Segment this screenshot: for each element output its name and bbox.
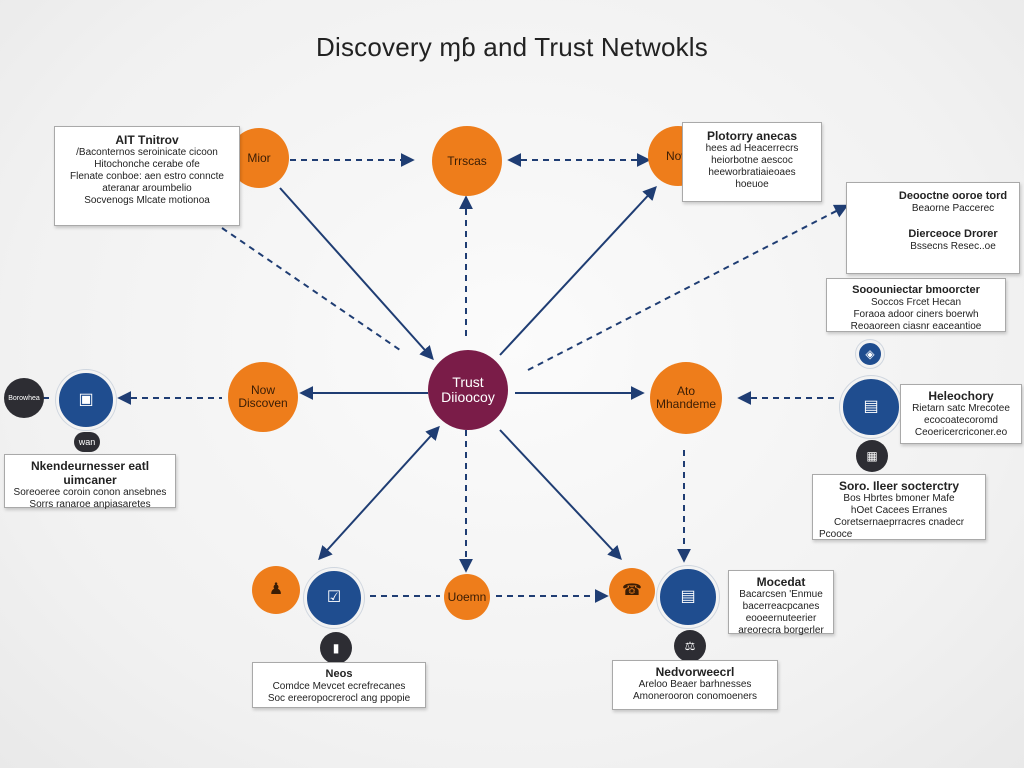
info-box-line: ateranar aroumbelio	[102, 183, 192, 194]
node-bottom-right-dark[interactable]: ⚖	[674, 630, 706, 662]
info-box-line: Rietarn satc Mrecotee	[912, 403, 1010, 414]
info-box-right-5: Soro. Ileer socterctry Bos Hbrtes bmoner…	[812, 474, 986, 540]
info-box-line: hees ad Heacerrecrs	[705, 143, 799, 154]
node-mid-right[interactable]: Ato Mhandeme	[650, 362, 722, 434]
info-box-line: Hitochonche cerabe ofe	[94, 159, 200, 170]
info-box-line: heeworbratiaieoaes	[708, 167, 796, 178]
node-mid-right-label-2: Mhandeme	[655, 397, 717, 411]
node-left-badge-label: Borowhea	[8, 394, 40, 402]
person-icon: ♟	[268, 581, 284, 598]
info-box-line: Bacarcsen 'Enmue	[739, 589, 823, 600]
node-left-badge[interactable]: Borowhea	[4, 378, 44, 418]
info-box-title: Soro. Ileer socterctry	[838, 479, 960, 493]
info-box-top-left: AIT Tnitrov /Baconternos seroinicate cic…	[54, 126, 240, 226]
node-bottom-center-label: Uoemn	[447, 589, 487, 604]
info-box-line: hoeuoe	[735, 179, 769, 190]
shield-icon: ◈	[865, 347, 875, 361]
info-box-line: Comdce Mevcet ecrefrecanes	[272, 681, 406, 692]
info-box-right-group: Deooctne ooroe tord Beaorne Paccerec Die…	[846, 182, 1020, 274]
node-bottom-center[interactable]: Uoemn	[444, 574, 490, 620]
node-bottom-right-orange[interactable]: ☎	[609, 568, 655, 614]
info-box-title: AIT Tnitrov	[115, 133, 179, 147]
node-right-dark[interactable]: ▦	[856, 440, 888, 472]
node-mid-right-label-1: Ato	[676, 384, 695, 398]
node-bottom-left-orange[interactable]: ♟	[252, 566, 300, 614]
info-box-title: Nedvorweecrl	[655, 665, 735, 679]
info-box-line: Bos Hbrtes bmoner Mafe	[843, 493, 955, 504]
info-box-line: Soccos Frcet Hecan	[870, 297, 962, 308]
page-title: Discovery ɱɓ and Trust Netwokls	[316, 32, 708, 62]
info-box-line: heiorbotne aescoc	[711, 155, 793, 166]
info-box-right-4: Heleochory Rietarn satc Mrecotee ecocoat…	[900, 384, 1022, 444]
info-box-line: hOet Cacees Erranes	[850, 505, 948, 516]
node-mid-left-label-2: Discoven	[238, 396, 288, 410]
center-node-label-2: Diioocoy	[441, 389, 495, 405]
edge-center-bottomleft	[318, 425, 440, 561]
node-right-small-blue[interactable]: ◈	[856, 340, 884, 368]
document-icon: ▤	[863, 398, 879, 415]
info-box-line: Coretsernaeprracres cnadecr	[833, 517, 965, 528]
info-box-line: Foraoa adoor ciners boerwh	[853, 309, 979, 320]
node-top-center[interactable]: Trrscas	[432, 126, 502, 196]
edge-center-bottomright	[499, 429, 622, 561]
info-box-line: Soc ereeropocrerocl ang ppopie	[267, 693, 411, 704]
info-box-line: Flenate conboe: aen estro conncte	[70, 171, 224, 182]
info-box-line: Pcooce	[819, 529, 853, 540]
edge-topleft-box	[221, 227, 401, 351]
info-box-title: Sooouniectar bmoorcter	[852, 284, 980, 296]
info-box-title: Neos	[325, 668, 353, 680]
id-card-icon: ▣	[78, 391, 94, 408]
info-box-title: Nkendeurnesser eatl uimcaner	[30, 459, 150, 487]
device-icon: ▮	[332, 641, 340, 655]
info-box-line: Ceoericercriconer.eo	[914, 427, 1008, 438]
info-box-line: Reoaoreen ciasnr eaceantioe	[850, 321, 982, 332]
info-box-line: ecocoatecoromd	[924, 415, 998, 426]
info-box-title: Dierceoce Drorer	[908, 228, 998, 240]
node-bottom-left-dark[interactable]: ▮	[320, 632, 352, 664]
info-box-line: Bssecns Resec..oe	[910, 241, 996, 252]
center-node-label-1: Trust	[452, 374, 484, 390]
edge-center-topright	[499, 185, 657, 356]
building-icon: ▦	[866, 449, 878, 463]
info-box-line: Soreoeree coroin conon ansebnes	[13, 487, 167, 498]
info-box-line: Socvenogs Mlcate motionoa	[84, 195, 210, 206]
node-left-dark-label: wan	[78, 437, 96, 447]
edge-right-diagonal	[527, 204, 849, 371]
edge-center-topleft	[279, 187, 434, 361]
node-top-center-label: Trrscas	[447, 153, 487, 168]
info-box-title: Plotorry anecas	[706, 129, 798, 143]
node-mid-left-label-1: Now	[250, 383, 275, 397]
info-box-line: areorecra borgerler	[738, 625, 824, 636]
info-box-bottom-right-2: Nedvorweecrl Areloo Beaer barhnesses Amo…	[612, 660, 778, 710]
node-right-blue[interactable]: ▤	[840, 376, 902, 438]
folder-icon: ▤	[680, 588, 696, 605]
info-box-title: Heleochory	[928, 389, 994, 403]
info-box-line: bacerreacpcanes	[742, 601, 820, 612]
checklist-icon: ☑	[326, 589, 342, 606]
node-mid-left[interactable]: Now Discoven	[228, 362, 298, 432]
center-node-trust-discovery[interactable]: Trust Diioocoy	[428, 350, 508, 430]
node-bottom-left-blue[interactable]: ☑	[304, 568, 364, 628]
node-left-dark[interactable]: wan	[74, 432, 100, 452]
info-box-line: Beaorne Paccerec	[911, 203, 995, 214]
info-box-bottom-left: Neos Comdce Mevcet ecrefrecanes Soc eree…	[252, 662, 426, 708]
info-box-bottom-right-1: Mocedat Bacarcsen 'Enmue bacerreacpcanes…	[728, 570, 834, 636]
scale-icon: ⚖	[684, 639, 696, 653]
info-box-line: Amonerooron conomoeners	[633, 691, 757, 702]
node-top-left-label: Mior	[247, 150, 271, 165]
info-box-title: Deooctne ooroe tord	[898, 190, 1008, 202]
info-box-line: eooeernuteerier	[745, 613, 817, 624]
info-box-line: /Baconternos seroinicate cicoon	[76, 147, 218, 158]
info-box-line: Sorrs ranaroe anpiasaretes	[29, 499, 151, 510]
node-bottom-right-blue[interactable]: ▤	[657, 566, 719, 628]
info-box-left-mid: Nkendeurnesser eatl uimcaner Soreoeree c…	[4, 454, 176, 510]
info-box-line: Areloo Beaer barhnesses	[638, 679, 752, 690]
chat-icon: ☎	[622, 582, 642, 599]
info-box-top-right: Plotorry anecas hees ad Heacerrecrs heio…	[682, 122, 822, 202]
info-box-title: Mocedat	[756, 575, 806, 589]
info-box-right-3: Sooouniectar bmoorcter Soccos Frcet Heca…	[826, 278, 1006, 332]
node-left-blue[interactable]: ▣	[56, 370, 116, 430]
